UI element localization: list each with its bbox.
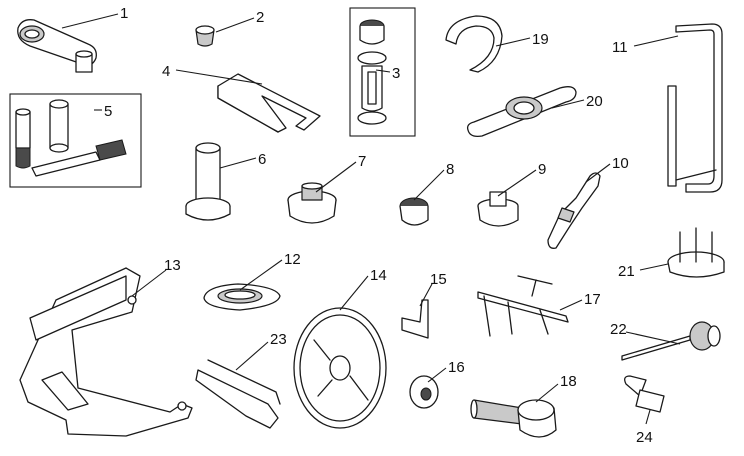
callout-1: 1 <box>120 5 128 22</box>
callout-5: 5 <box>104 103 112 120</box>
group-box-5 <box>9 93 142 188</box>
part-24-flanged-pin <box>624 375 665 413</box>
part-18-threaded-driver <box>470 399 557 438</box>
leader-8 <box>413 169 445 201</box>
callout-17: 17 <box>584 291 601 308</box>
leader-6 <box>219 157 257 169</box>
part-11-c-clamp <box>667 23 723 193</box>
callout-14: 14 <box>370 267 387 284</box>
callout-3: 3 <box>392 65 400 82</box>
part-6-punch <box>185 142 231 221</box>
leader-18 <box>535 383 559 403</box>
callout-2: 2 <box>256 9 264 26</box>
leader-21 <box>639 263 669 271</box>
leader-23 <box>235 341 269 371</box>
callout-12: 12 <box>284 251 301 268</box>
part-1-wrench <box>17 19 97 73</box>
leader-lines <box>61 13 681 425</box>
callout-19: 19 <box>532 31 549 48</box>
leader-11 <box>633 35 679 47</box>
callout-13: 13 <box>164 257 181 274</box>
part-13-bracket-plate <box>19 267 193 437</box>
callout-7: 7 <box>358 153 366 170</box>
callout-6: 6 <box>258 151 266 168</box>
leader-2 <box>215 17 255 33</box>
part-9-small-cup <box>477 191 519 227</box>
part-4-forked-plate <box>217 73 321 133</box>
leader-13 <box>131 269 167 297</box>
part-22-rod <box>621 321 721 361</box>
callout-18: 18 <box>560 373 577 390</box>
part-15-small-bracket <box>401 299 429 339</box>
callout-20: 20 <box>586 93 603 110</box>
leader-12 <box>239 259 283 291</box>
part-17-puller <box>477 275 569 337</box>
part-7-cup <box>287 182 337 224</box>
callout-11: 11 <box>612 39 628 56</box>
callout-4: 4 <box>162 63 170 80</box>
leader-3 <box>375 69 391 73</box>
callout-8: 8 <box>446 161 454 178</box>
part-16-flange-disc <box>409 375 439 409</box>
leader-14 <box>339 275 369 311</box>
leader-22 <box>625 331 681 345</box>
part-21-clamp-fixture <box>667 227 725 278</box>
callout-23: 23 <box>270 331 287 348</box>
part-3-sleeve-set <box>357 19 387 125</box>
callout-15: 15 <box>430 271 447 288</box>
leader-4 <box>175 69 263 85</box>
leader-10 <box>585 163 611 183</box>
part-10-lever <box>547 172 601 249</box>
callout-24: 24 <box>636 429 653 446</box>
leader-19 <box>495 37 531 47</box>
part-5-pin-drivers <box>15 99 127 177</box>
callout-10: 10 <box>612 155 629 172</box>
part-8-bushing <box>399 197 429 226</box>
part-23-fork-tool <box>195 359 281 429</box>
leader-20 <box>551 99 585 109</box>
leader-17 <box>559 299 583 311</box>
part-14-degree-wheel <box>293 307 387 429</box>
leader-1 <box>61 13 119 29</box>
group-box-3 <box>349 7 416 137</box>
callout-labels: 1 2 3 4 5 6 7 8 9 10 11 12 13 14 15 16 1… <box>104 5 653 446</box>
callout-22: 22 <box>610 321 627 338</box>
leader-9 <box>497 169 537 197</box>
leader-15 <box>419 283 433 307</box>
part-19-strap <box>445 15 503 73</box>
callout-16: 16 <box>448 359 465 376</box>
part-20-holding-bar <box>466 86 577 138</box>
callout-21: 21 <box>618 263 635 280</box>
leader-16 <box>427 367 447 383</box>
leader-7 <box>315 161 357 193</box>
part-12-flange-ring <box>203 283 281 311</box>
leader-24 <box>645 409 651 425</box>
part-2-plug <box>195 25 215 47</box>
callout-9: 9 <box>538 161 546 178</box>
